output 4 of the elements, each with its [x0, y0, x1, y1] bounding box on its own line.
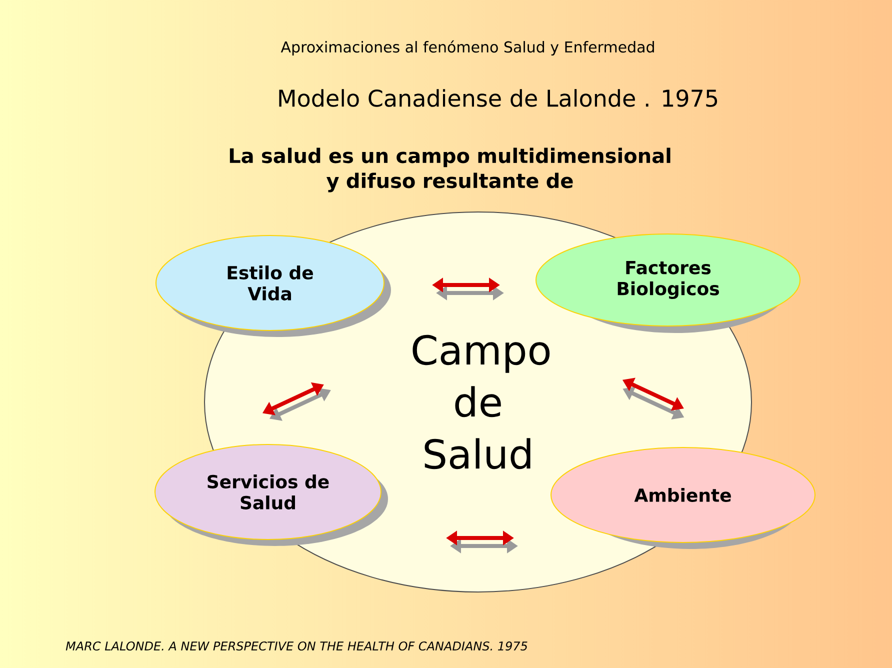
subtitle-text: Aproximaciones al fenómeno Salud y Enfermedad	[280, 40, 654, 56]
title-text: Modelo Canadiense de Lalonde . 1975	[279, 89, 718, 107]
heading-text: La salud es un campo multidimensional y difuso resultante de	[230, 148, 670, 192]
citation-text: MARC LALONDE. A NEW PERSPECTIVE ON THE HEALTH OF CANADIANS. 1975	[66, 641, 528, 651]
